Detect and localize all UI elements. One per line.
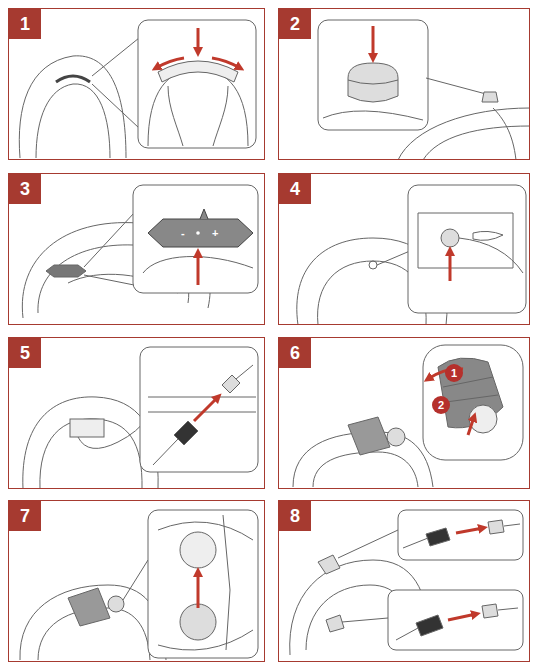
step-panel: 3 xyxy=(8,173,265,325)
step-number: 8 xyxy=(279,501,311,531)
callout-number: 2 xyxy=(432,396,450,414)
step-illustration xyxy=(297,185,526,325)
step-illustration xyxy=(318,20,530,160)
step-number: 7 xyxy=(9,501,41,531)
step-number: 5 xyxy=(9,338,41,368)
step-panel: 4 xyxy=(278,173,530,325)
step-illustration xyxy=(20,510,258,660)
step-illustration xyxy=(22,185,258,318)
step-panel: 7 xyxy=(8,500,265,662)
step-panel: 2 xyxy=(278,8,530,160)
step-number: 1 xyxy=(9,9,41,39)
step-illustration xyxy=(293,345,523,487)
step-number: 6 xyxy=(279,338,311,368)
callout-circle: 2 xyxy=(432,396,450,414)
step-illustration xyxy=(23,347,258,489)
step-panel: 1 xyxy=(8,8,265,160)
button-symbol: + xyxy=(212,227,218,239)
callout-circle: 1 xyxy=(445,364,463,382)
button-symbol: - xyxy=(181,227,185,239)
step-panel: 6 1 2 xyxy=(278,337,530,489)
step-number: 2 xyxy=(279,9,311,39)
step-illustration xyxy=(290,510,523,655)
step-panel: 8 xyxy=(278,500,530,662)
step-number: 3 xyxy=(9,174,41,204)
callout-number: 1 xyxy=(445,364,463,382)
step-illustration xyxy=(19,20,256,158)
step-panel: 5 xyxy=(8,337,265,489)
step-number: 4 xyxy=(279,174,311,204)
